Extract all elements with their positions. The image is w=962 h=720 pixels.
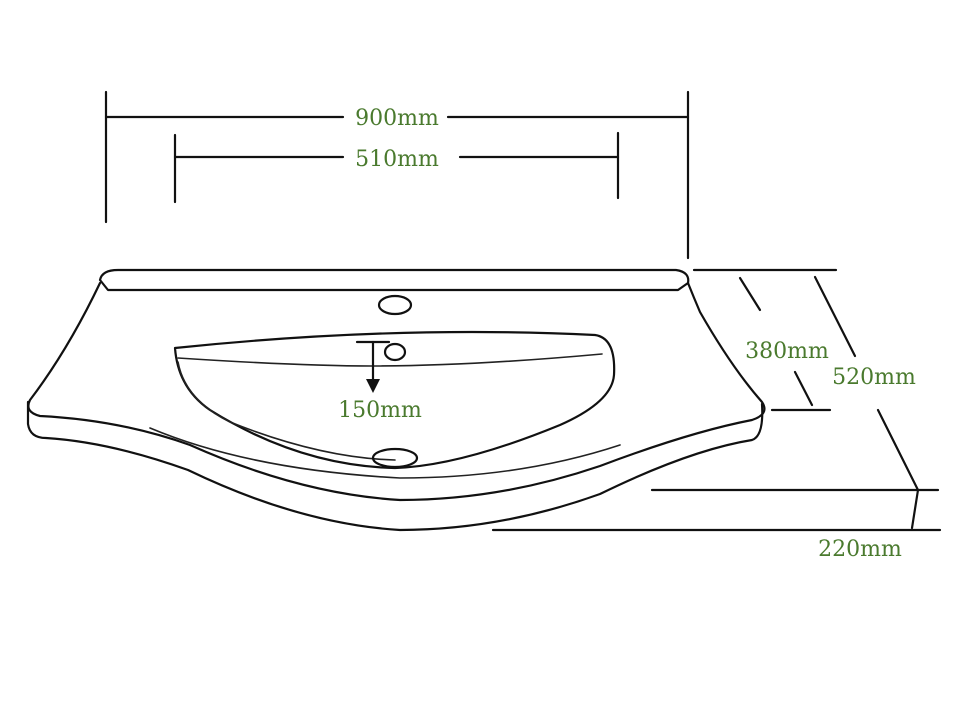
label-520mm: 520mm [832, 365, 916, 390]
basin-deck-line [149, 427, 621, 479]
label-150mm: 150mm [338, 398, 422, 423]
label-900mm: 900mm [355, 106, 439, 131]
tap-hole [377, 294, 413, 316]
dimension-220: 220mm [491, 488, 942, 562]
dimension-510: 510mm [173, 131, 620, 204]
dimension-depth: 380mm 520mm [692, 268, 920, 492]
overflow-hole [383, 342, 407, 362]
dimension-900: 900mm [104, 90, 690, 260]
label-380mm: 380mm [745, 339, 829, 364]
dimension-line-380-upper [738, 276, 762, 312]
dimension-line-380-lower [793, 370, 814, 407]
basin-bowl [173, 330, 616, 470]
label-220mm: 220mm [818, 537, 902, 562]
drain-depth-arrowhead [366, 379, 380, 393]
label-510mm: 510mm [355, 147, 439, 172]
basin-front-edge [26, 400, 764, 532]
dimension-line-220 [910, 488, 920, 530]
dimension-150: 150mm [338, 340, 422, 423]
drain-hole [371, 447, 419, 469]
dimension-line-520-lower [876, 408, 920, 492]
basin-back-rim [98, 268, 690, 292]
basin-top-outline [27, 281, 766, 502]
dimension-line-520-upper [813, 275, 857, 358]
